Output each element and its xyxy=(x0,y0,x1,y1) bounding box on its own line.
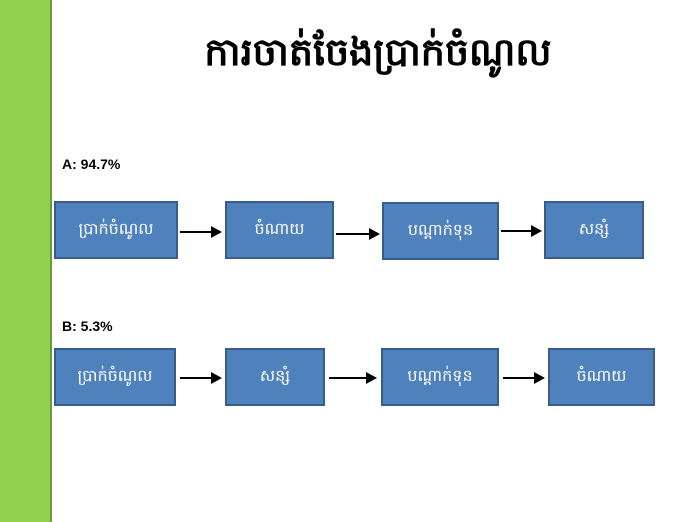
side-accent-bar xyxy=(0,0,52,522)
flow-a-arrow-2 xyxy=(336,228,380,240)
flow-b-arrow-3 xyxy=(503,372,545,384)
flow-b-arrow-2 xyxy=(329,372,377,384)
flow-b-step-2: សន្សំ xyxy=(225,348,325,406)
flow-a-label: A: 94.7% xyxy=(62,156,121,172)
flow-a-step-2: ចំណាយ xyxy=(225,201,334,259)
flow-b-step-4: ចំណាយ xyxy=(548,348,655,406)
flow-b-step-1: ប្រាក់ចំណូល xyxy=(54,348,176,406)
flow-a-step-3: បណ្តាក់ទុន xyxy=(382,202,499,260)
flow-b-label: B: 5.3% xyxy=(62,318,113,334)
flow-a-arrow-3 xyxy=(501,225,542,237)
flow-a-step-1: ប្រាក់ចំណូល xyxy=(54,201,178,259)
flow-a-step-4: សន្សំ xyxy=(544,201,644,259)
flow-b-step-3: បណ្តាក់ទុន xyxy=(381,348,499,406)
flow-a-arrow-1 xyxy=(180,226,222,238)
flow-b-arrow-1 xyxy=(180,372,222,384)
slide-title: ការចាត់ចែងប្រាក់ចំណូល xyxy=(204,30,552,74)
